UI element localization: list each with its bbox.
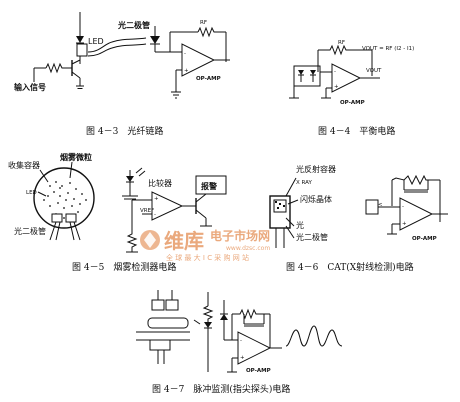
fig47-caption: 图 4－7 脉冲监测(指尖探头)电路 [152,383,290,395]
svg-text:+: + [240,355,245,361]
svg-text:-: - [184,51,186,57]
svg-text:+: + [184,68,189,74]
fig46-caption: 图 4－6 CAT(X射线检测)电路 [286,261,414,273]
fig46-diode-label: 光二极管 [296,232,328,242]
fig45-led-label: LED [26,190,37,196]
fig43-caption: 图 4－3 光纤链路 [86,125,163,137]
fig44-caption: 图 4－4 平衡电路 [318,125,395,137]
svg-text:-: - [154,212,156,218]
watermark-url: www.dzsc.com [226,245,270,252]
fig45-diode-label: 光二极管 [14,226,46,236]
watermark-logo-icon [140,230,160,250]
fig45-alarm-label: 报警 [201,181,217,191]
fig43-opamp-label: OP-AMP [196,76,221,82]
fig43-rf-label: RF [200,20,207,26]
fig46-crystal-label: 闪烁晶体 [300,194,332,204]
fig46-opamp-label: OP-AMP [412,236,437,242]
watermark-brand: 维库 [164,229,204,253]
watermark-slogan: 全 球 最 大 I C 采 购 网 站 [166,253,249,262]
fig46-xray-label: X RAY [296,180,312,186]
fig47-opamp-label: OP-AMP [246,368,271,374]
fig45-comparator-label: 比较器 [148,178,172,188]
fig43-fiber-diode-label: 光二极管 [117,20,150,30]
fig43-led-label: LED [88,37,104,46]
fig46-light-label: 光 [296,220,304,230]
fig45-vref-label: VREF [140,208,154,214]
fig44-formula-label: VOUT = RF (I2 - I1) [362,46,414,52]
fig-4-7-pulse-monitor: - + OP-AMP 图 4－7 脉冲监测(指尖探头)电路 [136,290,343,395]
watermark: 维库 电子市场网 www.dzsc.com 全 球 最 大 I C 采 购 网 … [140,228,270,262]
fig-4-5-smoke-detector: 收集容器 烟雾微粒 LED 光二极管 [8,152,227,273]
fig-4-6-cat-xray: 光反射容器 X RAY 闪烁晶体 光 光二极管 < - + [269,164,448,273]
watermark-brand-sub: 电子市场网 [210,228,270,243]
svg-text:-: - [402,204,404,210]
svg-text:+: + [154,196,159,202]
fig-4-4-balance-circuit: RF VOUT = RF (I2 - I1) - + VOUT OP-AMP 图… [289,40,414,137]
fig44-rf-label: RF [338,40,345,46]
fig45-caption: 图 4－5 烟雾检测器电路 [72,261,176,273]
fig46-reflector-label: 光反射容器 [296,164,336,174]
svg-text:-: - [334,69,336,75]
fig44-opamp-label: OP-AMP [340,100,365,106]
svg-text:-: - [240,338,242,344]
fig45-container-label: 收集容器 [8,160,40,170]
fig44-vout-label: VOUT [366,68,382,74]
fig43-input-label: 输入信号 [14,82,46,92]
svg-text:+: + [402,221,407,227]
fig-4-3-fiber-link: LED 光二极管 RF - + OP-AMP 输入信号 图 4－3 光纤链路 [14,12,230,137]
svg-text:<: < [378,202,383,208]
fig45-smoke-label: 烟雾微粒 [60,152,92,162]
svg-text:+: + [334,84,339,90]
